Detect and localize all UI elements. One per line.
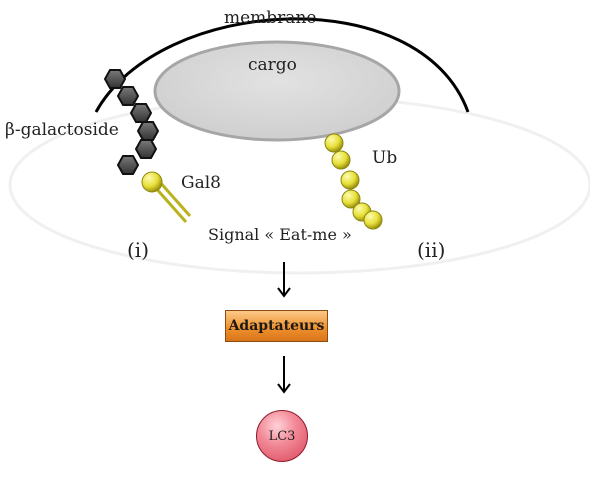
ubiquitin-bead-chain (324, 133, 383, 230)
cargo-label: cargo (248, 55, 297, 75)
ub-bead (331, 150, 351, 170)
marker-i: (i) (127, 238, 150, 262)
hexagon (116, 86, 140, 106)
lc3-circle: LC3 (256, 410, 308, 462)
lc3-label: LC3 (268, 428, 296, 444)
gal8-lollipop (141, 171, 192, 223)
signal-label: Signal « Eat-me » (208, 225, 352, 244)
marker-ii: (ii) (417, 238, 446, 262)
ub-bead (340, 170, 360, 190)
gal8-label: Gal8 (181, 173, 221, 193)
ub-bead (324, 133, 344, 153)
membrane-arc (94, 17, 470, 113)
hexagon (103, 69, 127, 89)
ub-bead (341, 189, 361, 209)
beta-galactoside-label: β-galactoside (5, 120, 119, 140)
hexagon (136, 121, 160, 141)
hexagon (129, 103, 153, 123)
hexagon (134, 139, 158, 159)
ub-bead (363, 210, 383, 230)
adaptateurs-box: Adaptateurs (225, 310, 328, 342)
adaptateurs-label: Adaptateurs (228, 318, 325, 334)
beta-galactoside-hexagon-chain (103, 69, 160, 175)
ub-label: Ub (372, 148, 398, 168)
membrane-label: membrane (224, 8, 317, 28)
down-arrow (277, 356, 291, 394)
cargo-shape (153, 40, 401, 142)
hexagon (116, 155, 140, 175)
down-arrow (277, 262, 291, 298)
